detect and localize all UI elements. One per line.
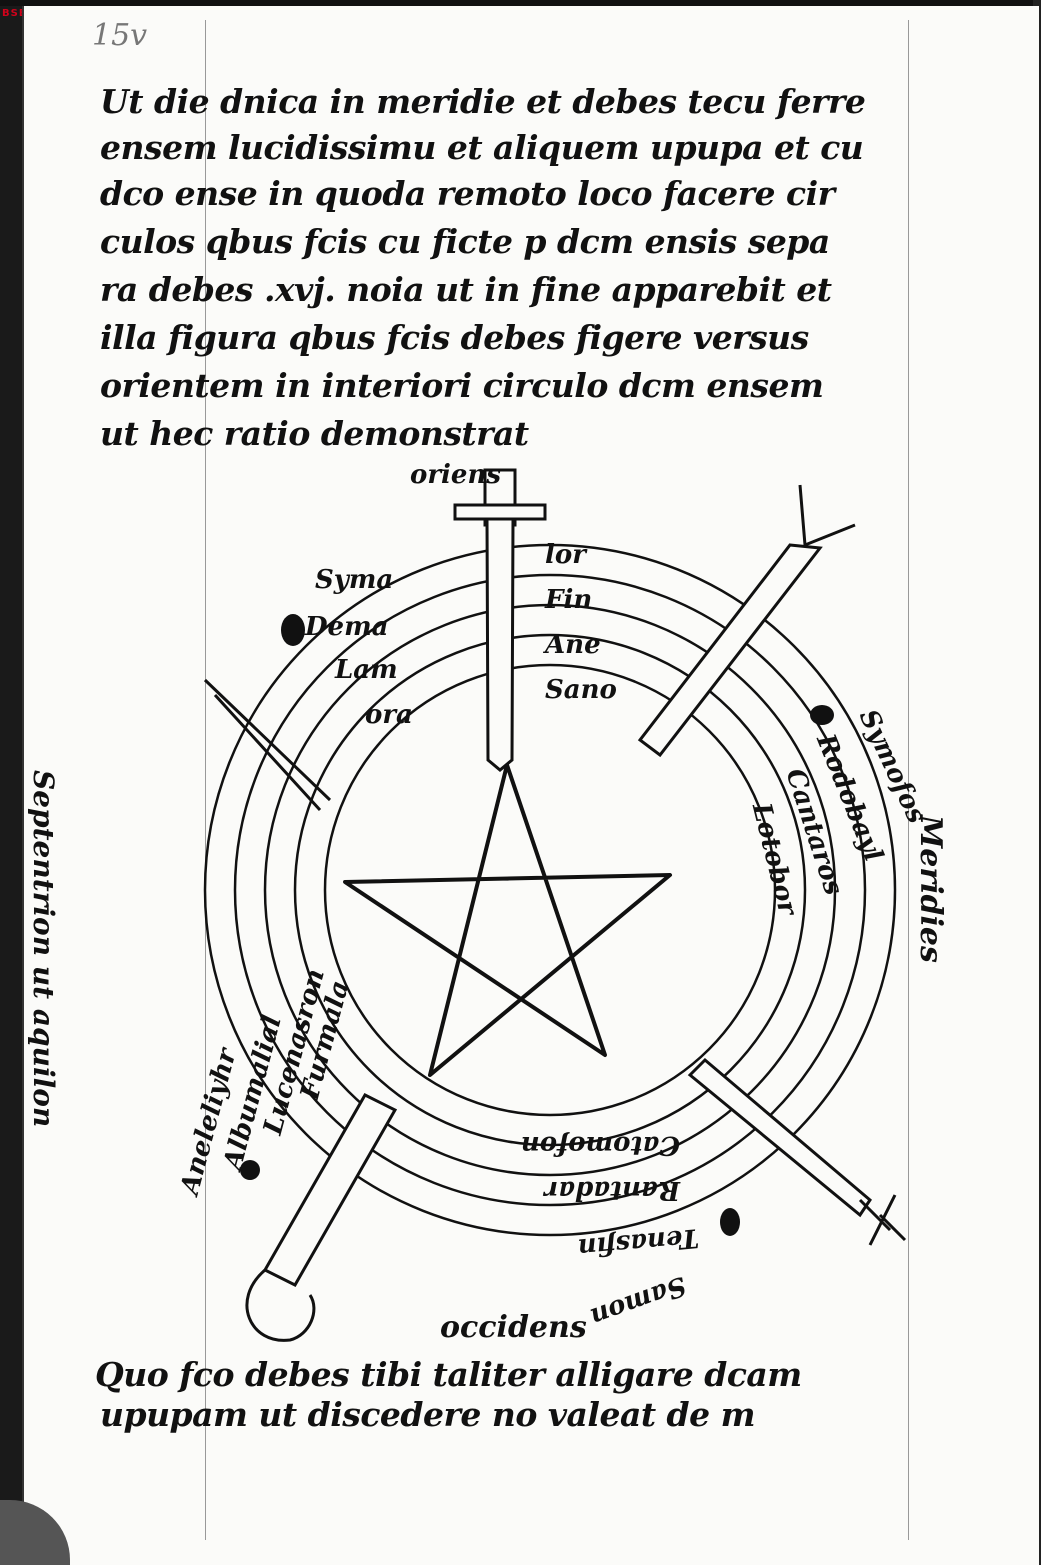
- ring-name: Sano: [545, 675, 617, 705]
- ink-blot: [240, 1160, 260, 1180]
- ring-name: ora: [365, 700, 413, 730]
- circle-2: [233, 573, 867, 1207]
- text-line: ut hec ratio demonstrat: [100, 414, 529, 453]
- ink-blot: [720, 1208, 740, 1236]
- ring-name: Lam: [335, 655, 398, 685]
- text-line: Ut die dnica in meridie et debes tecu fe…: [100, 82, 866, 121]
- sword-northeast: [637, 484, 856, 758]
- ring-name: Syma: [315, 565, 394, 595]
- direction-east: oriens: [410, 460, 501, 490]
- text-line: orientem in interiori circulo dcm ensem: [100, 366, 824, 405]
- text-line: dco ense in quoda remoto loco facere cir: [100, 174, 835, 213]
- circle-4: [293, 633, 807, 1147]
- ring-name: Ane: [545, 630, 601, 660]
- library-watermark: BSB: [2, 8, 28, 19]
- sword-southeast: [687, 1057, 907, 1246]
- ruling-line-left: [205, 20, 206, 1540]
- text-line: Quo fco debes tibi taliter alligare dcam: [95, 1355, 802, 1394]
- ring-name: Fin: [545, 585, 593, 615]
- direction-south: Meridies: [913, 815, 948, 963]
- ring-name: Catomofon: [520, 1130, 680, 1160]
- manuscript-page: [22, 6, 1039, 1565]
- folio-number: 15v: [92, 18, 148, 53]
- text-line: ra debes .xvj. noia ut in fine apparebit…: [100, 270, 832, 309]
- pentagram: [343, 764, 672, 1077]
- ring-name: Rantadar: [544, 1175, 680, 1205]
- ink-blot: [281, 614, 305, 646]
- sword-east: [453, 468, 547, 772]
- direction-north: Septentrion ut aquilon: [27, 770, 60, 1128]
- ink-marks: [240, 614, 834, 1236]
- ruling-line-right: [908, 20, 909, 1540]
- sword-southwest: [245, 1093, 398, 1342]
- text-line: culos qbus fcis cu ficte p dcm ensis sep…: [100, 222, 830, 261]
- text-line: upupam ut discedere no valeat de m: [100, 1395, 756, 1434]
- inner-circle: [323, 663, 777, 1117]
- ring-name: Dema: [305, 612, 389, 642]
- scan-border-top: [0, 0, 1041, 6]
- direction-west: occidens: [440, 1310, 587, 1345]
- ink-blot: [810, 705, 834, 725]
- circle-3: [263, 603, 837, 1177]
- ring-name: lor: [545, 540, 586, 570]
- text-line: ensem lucidissimu et aliquem upupa et cu: [100, 128, 864, 167]
- sword-northwest: [203, 678, 332, 812]
- text-line: illa figura qbus fcis debes figere versu…: [100, 318, 809, 357]
- outer-circle: [203, 543, 897, 1237]
